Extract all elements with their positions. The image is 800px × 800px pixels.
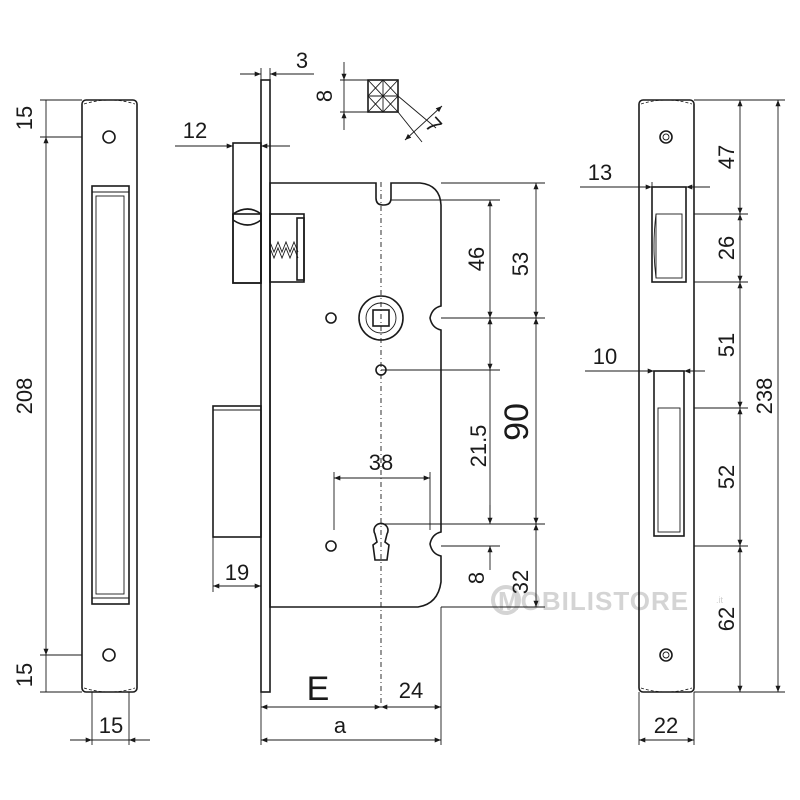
case-screw-hole-top	[325, 312, 337, 324]
strike-top-screw-hole	[659, 130, 673, 144]
dim-top-to-handle: 53	[508, 252, 533, 276]
dim-group-lock-vertical: 46 53 21.5 90 8 32	[381, 182, 545, 608]
dim-strike-bolt-height: 52	[714, 465, 739, 489]
dim-faceplate-thickness: 3	[296, 48, 308, 73]
dim-strike-latch-to-bolt: 51	[714, 333, 739, 357]
lock-faceplate-strip	[260, 79, 271, 693]
dim-spindle-square: 8	[312, 90, 337, 102]
dim-case-depth: a	[334, 713, 347, 738]
dim-group-latch-projection: 12	[175, 118, 290, 149]
dim-group-backset: E 24 a	[260, 607, 442, 745]
dim-strike-latch-height: 26	[714, 236, 739, 260]
watermark-suffix: .it	[716, 595, 724, 605]
deadbolt	[212, 405, 262, 538]
strike-bottom-screw-hole	[659, 648, 673, 662]
dim-handle-to-key: 21.5	[466, 425, 491, 468]
dim-latch-projection: 12	[183, 118, 207, 143]
watermark: MOBILISTORE .it	[491, 585, 724, 616]
dim-left-plate-width: 15	[99, 713, 123, 738]
left-faceplate-bottom-screw-hole	[102, 648, 116, 662]
dim-left-plate-height: 208	[12, 378, 37, 415]
latch-spring-icon	[269, 240, 299, 254]
case-screw-hole-bottom	[325, 540, 337, 552]
keyhole-icon	[372, 522, 390, 561]
left-faceplate-top-edge	[83, 99, 136, 105]
latch-housing	[232, 142, 262, 284]
dim-group-deadbolt-projection: 19	[212, 537, 262, 592]
dim-group-key-width: 38	[333, 450, 431, 530]
spindle-detail: 8 7	[312, 62, 447, 143]
dim-strike-bolt-width: 10	[593, 344, 617, 369]
left-faceplate-latch-opening	[91, 185, 130, 605]
dim-left-plate-bottom-hole: 15	[12, 663, 37, 687]
watermark-logo-icon	[491, 585, 521, 615]
strike-bolt-opening	[653, 370, 685, 537]
dim-strike-latch-width: 13	[588, 160, 612, 185]
latch-bolt	[232, 213, 262, 284]
dim-backset-label: E	[307, 670, 330, 708]
left-faceplate-view: 208 15 15 15	[12, 99, 150, 745]
dim-key-offset: 24	[399, 678, 423, 703]
left-faceplate-inner-recess	[95, 195, 125, 595]
dim-strike-total-height: 238	[752, 378, 777, 415]
dim-group-faceplate-thickness: 3	[240, 48, 314, 80]
dim-spindle-diagonal: 7	[420, 112, 447, 138]
lock-body-view	[212, 79, 442, 705]
watermark-brand: MOBILISTORE	[498, 586, 689, 616]
latch-spring-block	[269, 213, 305, 283]
dim-center-distance: 90	[498, 403, 536, 441]
dim-strike-bolt-to-bottom: 62	[714, 607, 739, 631]
dim-key-to-bottom: 32	[508, 570, 533, 594]
dim-key-to-bottom-slot: 8	[464, 572, 489, 584]
dim-strike-width: 22	[654, 713, 678, 738]
dim-left-plate-top-hole: 15	[12, 106, 37, 130]
dim-key-width: 38	[369, 450, 393, 475]
lock-case-outline	[269, 182, 442, 608]
left-faceplate-top-screw-hole	[102, 130, 116, 144]
dim-strike-top-to-latch: 47	[714, 145, 739, 169]
left-faceplate-bottom-edge	[83, 687, 136, 693]
dim-deadbolt-projection: 19	[225, 560, 249, 585]
strike-plate-view: 13 10 47 26 51 52 62 238 22	[580, 99, 785, 745]
strike-latch-opening	[651, 186, 687, 283]
dim-latch-to-handle: 46	[464, 247, 489, 271]
